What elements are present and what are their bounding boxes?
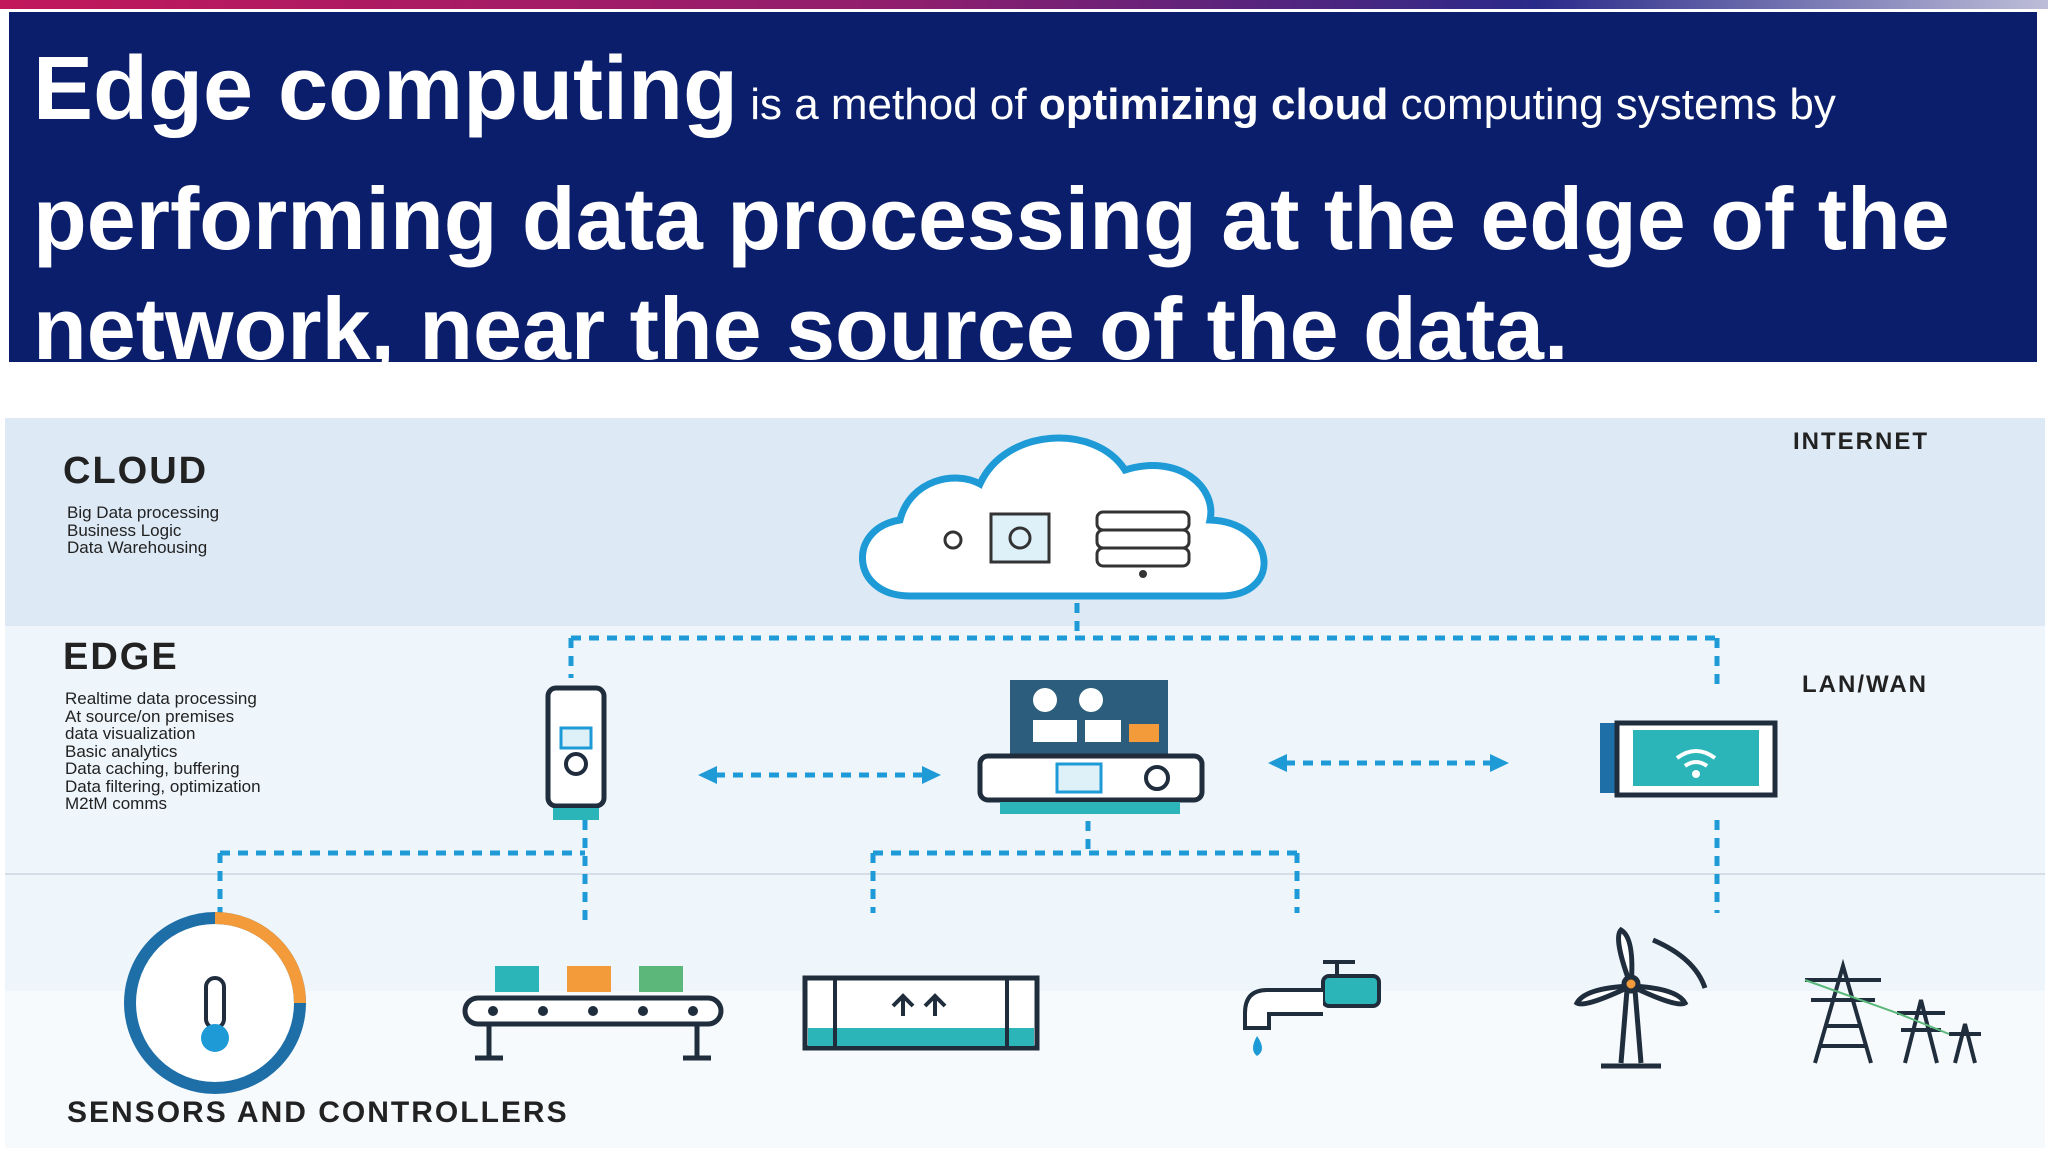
headline-line-2: performing data processing at the edge o… [33, 169, 1950, 268]
temperature-gauge-icon [124, 912, 306, 1094]
arrow-left-icon [1268, 754, 1287, 772]
headline-text-a: is a method of [737, 80, 1039, 129]
edge-gateway-left-icon [545, 685, 607, 820]
headline-text-b: computing systems by [1388, 80, 1836, 129]
list-item: M2tM comms [65, 794, 167, 813]
water-faucet-icon [1243, 960, 1381, 1056]
arrow-heads [698, 754, 1509, 784]
arrow-left-icon [698, 766, 717, 784]
package-icon [495, 966, 539, 992]
thermometer-icon [204, 976, 226, 1030]
wind-turbine-icon [1573, 926, 1708, 1069]
shipping-container-icon [802, 975, 1040, 1051]
list-item: Realtime data processing [65, 689, 257, 708]
headline-line-3: network, near the source of the data. [33, 279, 1569, 378]
arrow-right-icon [922, 766, 941, 784]
wifi-icon [1675, 749, 1717, 760]
wifi-gateway-icon [1600, 720, 1778, 798]
internet-label: INTERNET [1793, 428, 1929, 455]
gear-icon [1008, 526, 1032, 550]
headline-intro: is a method of optimizing cloud computin… [738, 80, 1836, 129]
headline-line-1: Edge computing is a method of optimizing… [33, 30, 2037, 164]
server-icon [1095, 510, 1191, 532]
list-item: Big Data processing [67, 503, 220, 522]
cpu-chip-icon [989, 512, 1051, 564]
edge-architecture-diagram: CLOUD Big Data processing Business Logic… [5, 418, 2045, 1148]
arrow-up-icon [891, 993, 947, 1016]
package-icon [639, 966, 683, 992]
edge-capabilities-list: Realtime data processing At source/on pr… [65, 690, 261, 813]
list-item: Basic analytics [65, 741, 178, 761]
package-icon [567, 966, 611, 992]
list-item: data visualization [65, 724, 196, 743]
list-item: Data caching, buffering [65, 759, 240, 778]
cloud-capabilities-list: Big Data processing Business Logic Data … [67, 504, 219, 557]
headline-bold-text: optimizing cloud [1038, 80, 1389, 129]
list-item: Business Logic [67, 520, 182, 540]
list-item: Data filtering, optimization [65, 776, 261, 796]
arrow-right-icon [1490, 754, 1509, 772]
water-drop-icon [1253, 1036, 1262, 1056]
layer-divider [5, 873, 2045, 875]
power-pylon-icon [1804, 958, 1981, 1064]
list-item: Data Warehousing [67, 538, 208, 557]
top-accent-bar [0, 0, 2048, 9]
diagram-artwork [124, 434, 1981, 1094]
sensors-controllers-label: SENSORS AND CONTROLLERS [67, 1096, 569, 1129]
list-item: At source/on premises [65, 706, 235, 726]
lan-wan-label: LAN/WAN [1802, 671, 1928, 698]
gauge-icon [1033, 688, 1057, 712]
cloud-layer-title: CLOUD [63, 450, 209, 492]
edge-server-icon [977, 680, 1205, 814]
cloud-icon [859, 434, 1268, 600]
headline-title: Edge computing [33, 39, 738, 139]
conveyor-belt-icon [462, 966, 724, 1061]
gear-icon [943, 530, 963, 550]
network-connectors [217, 603, 1720, 923]
edge-layer-title: EDGE [63, 636, 179, 678]
headline-banner: Edge computing is a method of optimizing… [9, 12, 2037, 378]
